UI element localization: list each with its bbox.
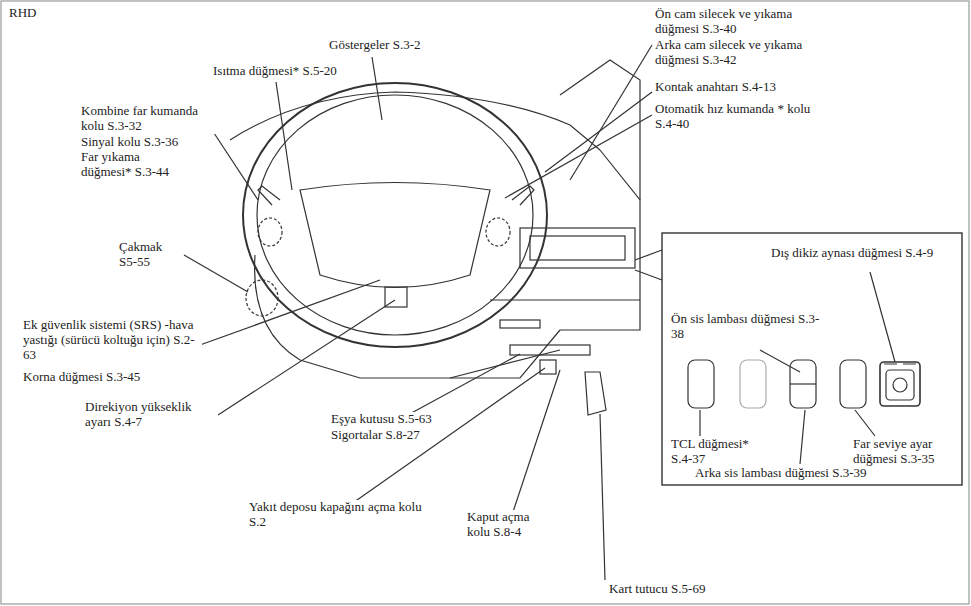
callout-label: Far yıkama düğmesi* S.3-44	[80, 150, 192, 180]
callout-label: Arka sis lambası düğmesi S.3-39	[694, 466, 868, 481]
callout-label: Kombine far kumanda kolu S.3-32	[80, 104, 222, 134]
callout-label: Korna düğmesi S.3-45	[22, 370, 141, 385]
callout-label: Eşya kutusu S.5-63	[330, 412, 433, 427]
callout-label: Sigortalar S.8-27	[330, 428, 421, 443]
callout-label: Arka cam silecek ve yıkama düğmesi S.3-4…	[654, 38, 821, 68]
callout-label: Kontak anahtarı S.4-13	[654, 80, 777, 95]
callout-label: Ön cam silecek ve yıkama düğmesi S.3-40	[654, 7, 831, 37]
callout-label: Çakmak S5-55	[118, 240, 182, 270]
drive-side-label: RHD	[8, 6, 37, 21]
callout-label: Kart tutucu S.5-69	[608, 582, 706, 597]
callout-label: Ek güvenlik sistemi (SRS) -hava yastığı …	[22, 318, 202, 363]
callout-label: Sinyal kolu S.3-36	[80, 135, 179, 150]
callout-label: Kaput açma kolu S.8-4	[466, 510, 548, 540]
callout-label: Ön sis lambası düğmesi S.3-38	[670, 312, 827, 342]
callout-label: Yakıt deposu kapağını açma kolu S.2	[248, 500, 440, 530]
callout-label: Direkiyon yükseklik ayarı S.4-7	[84, 400, 218, 430]
callout-label: Isıtma düğmesi* S.5-20	[212, 64, 338, 79]
callout-label: Dış dikiz aynası düğmesi S.4-9	[770, 246, 957, 261]
callout-label: Otomatik hız kumanda * kolu S.4-40	[654, 102, 831, 132]
callout-label: Göstergeler S.3-2	[328, 38, 421, 53]
callout-label: TCL düğmesi* S.4-37	[670, 437, 757, 467]
callout-label: Far seviye ayar düğmesi S.3-35	[852, 437, 959, 467]
